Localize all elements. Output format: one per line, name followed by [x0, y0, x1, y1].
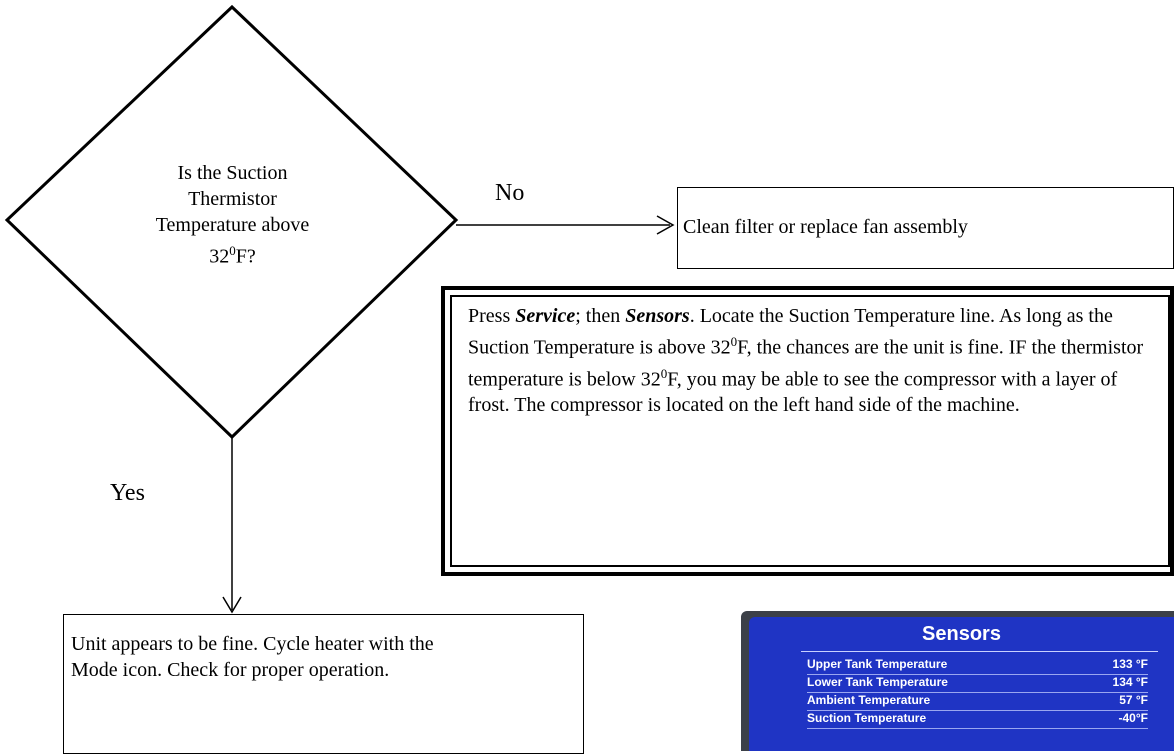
note-text: . Locate the Suction Temperature line. A… [468, 305, 1113, 359]
sensor-row: Upper Tank Temperature 133 °F [807, 657, 1148, 675]
no-label: No [495, 180, 525, 206]
degree-sup: 0 [730, 334, 738, 349]
note-text: Press [468, 305, 516, 327]
sensor-row: Lower Tank Temperature 134 °F [807, 675, 1148, 693]
yes-arrow-head [222, 596, 242, 614]
sensor-row: Suction Temperature -40°F [807, 711, 1148, 729]
sensors-screen: Sensors Upper Tank Temperature 133 °F Lo… [749, 617, 1174, 751]
yes-result-line-2: Mode icon. Check for proper operation. [71, 659, 390, 681]
no-result-box: Clean filter or replace fan assembly [677, 187, 1174, 269]
question-line-1: Is the Suction [177, 162, 288, 184]
question-unit: F? [235, 245, 256, 268]
sensor-value: 133 °F [1112, 657, 1148, 671]
screen-divider [801, 651, 1158, 652]
sensor-label: Ambient Temperature [807, 693, 931, 707]
question-line-4: 320F? [115, 238, 350, 270]
note-text: F, the chances are the unit is fine. IF … [468, 336, 1144, 391]
service-note-box: Press Service; then Sensors. Locate the … [441, 286, 1174, 576]
sensor-label: Suction Temperature [807, 711, 927, 725]
yes-label: Yes [110, 480, 145, 506]
service-note-text: Press Service; then Sensors. Locate the … [450, 295, 1170, 567]
no-arrow-head [656, 215, 675, 235]
sensor-row: Ambient Temperature 57 °F [807, 693, 1148, 711]
sensor-label: Upper Tank Temperature [807, 657, 948, 671]
sensor-label: Lower Tank Temperature [807, 675, 948, 689]
question-temp: 32 [209, 245, 230, 268]
sensors-keyword: Sensors [625, 305, 690, 327]
question-degree-sup: 0 [229, 243, 236, 258]
note-text: F, you may be able to see the compressor… [468, 368, 1118, 417]
degree-sup: 0 [660, 365, 668, 381]
sensors-screen-title: Sensors [922, 623, 1001, 645]
sensor-value: 57 °F [1119, 693, 1148, 707]
sensor-value: 134 °F [1112, 675, 1148, 689]
service-keyword: Service [515, 305, 576, 327]
question-line-2: Thermistor [188, 188, 277, 210]
sensor-value: -40°F [1118, 711, 1148, 725]
yes-result-line-1: Unit appears to be fine. Cycle heater wi… [71, 633, 434, 655]
note-text: ; then [575, 305, 626, 327]
sensors-screen-photo: Sensors Upper Tank Temperature 133 °F Lo… [741, 611, 1174, 751]
flowchart-lines [4, 4, 675, 614]
yes-result-box: Unit appears to be fine. Cycle heater wi… [63, 614, 584, 754]
decision-question: Is the Suction Thermistor Temperature ab… [115, 160, 350, 270]
question-line-3: Temperature above [155, 214, 310, 236]
